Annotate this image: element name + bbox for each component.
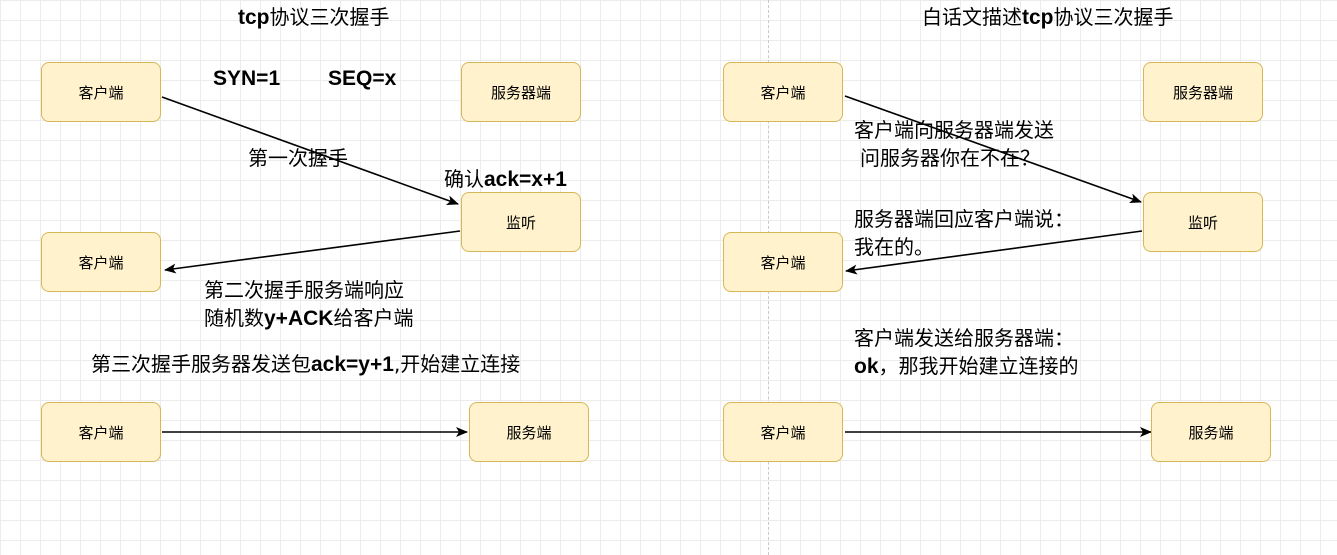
right-server-short-box: 服务端 xyxy=(1151,402,1271,462)
right-title: 白话文描述tcp协议三次握手 xyxy=(922,5,1174,29)
arrow-plain-first xyxy=(844,95,1142,203)
right-client-box-3: 客户端 xyxy=(723,402,843,462)
arrow-plain-second xyxy=(845,230,1143,275)
ack-label: 确认ack=x+1 xyxy=(444,167,567,191)
syn-label: SYN=1 xyxy=(213,67,281,90)
left-listen-box: 监听 xyxy=(461,192,581,252)
left-title: tcp协议三次握手 xyxy=(238,5,390,29)
left-server-short-box: 服务端 xyxy=(469,402,589,462)
left-client-box-2: 客户端 xyxy=(41,232,161,292)
plain-msg-1: 客户端向服务器端发送 问服务器你在不在？ xyxy=(854,118,1054,170)
third-handshake-label: 第三次握手服务器发送包ack=y+1,开始建立连接 xyxy=(91,352,521,376)
right-client-box-2: 客户端 xyxy=(723,232,843,292)
left-client-box-3: 客户端 xyxy=(41,402,161,462)
arrow-first-handshake xyxy=(161,96,459,205)
left-client-box-1: 客户端 xyxy=(41,62,161,122)
right-listen-box: 监听 xyxy=(1143,192,1263,252)
left-server-box: 服务器端 xyxy=(461,62,581,122)
first-handshake-label: 第一次握手 xyxy=(248,146,348,170)
plain-msg-3: 客户端发送给服务器端： ok，那我开始建立连接的 xyxy=(854,326,1079,378)
arrow-second-handshake xyxy=(164,230,461,274)
right-client-box-1: 客户端 xyxy=(723,62,843,122)
second-handshake-label: 第二次握手服务端响应 随机数y+ACK给客户端 xyxy=(204,278,414,330)
plain-msg-2: 服务器端回应客户端说： 我在的。 xyxy=(854,207,1074,259)
seq-label: SEQ=x xyxy=(328,67,397,90)
right-server-box: 服务器端 xyxy=(1143,62,1263,122)
